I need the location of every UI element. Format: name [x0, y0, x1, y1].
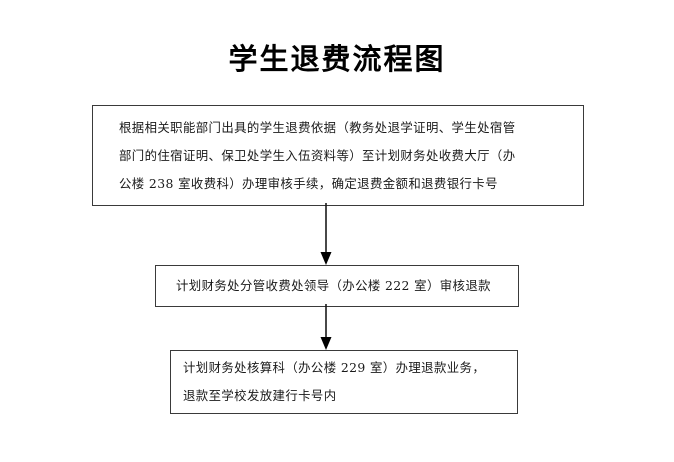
flow-step-1-line-1: 根据相关职能部门出具的学生退费依据（教务处退学证明、学生处宿管: [119, 119, 516, 135]
flow-step-3-line-1: 计划财务处核算科（办公楼 229 室）办理退款业务，: [183, 360, 486, 375]
flow-step-1-line-3: 公楼 238 室收费科）办理审核手续，确定退费金额和退费银行卡号: [119, 175, 498, 191]
arrow-down-icon-2: [320, 304, 332, 350]
flow-step-1-line-2: 部门的住宿证明、保卫处学生入伍资料等）至计划财务处收费大厅（办: [119, 147, 516, 163]
flow-step-3-line-2: 退款至学校发放建行卡号内: [183, 388, 337, 403]
flow-step-box-2: 计划财务处分管收费处领导（办公楼 222 室）审核退款: [155, 265, 519, 307]
flow-step-box-1: 根据相关职能部门出具的学生退费依据（教务处退学证明、学生处宿管 部门的住宿证明、…: [92, 105, 584, 206]
flow-step-box-3: 计划财务处核算科（办公楼 229 室）办理退款业务， 退款至学校发放建行卡号内: [170, 350, 518, 414]
page-title: 学生退费流程图: [228, 42, 446, 76]
flow-step-2-line-1: 计划财务处分管收费处领导（办公楼 222 室）审核退款: [176, 278, 491, 293]
arrow-down-icon-1: [320, 203, 332, 265]
